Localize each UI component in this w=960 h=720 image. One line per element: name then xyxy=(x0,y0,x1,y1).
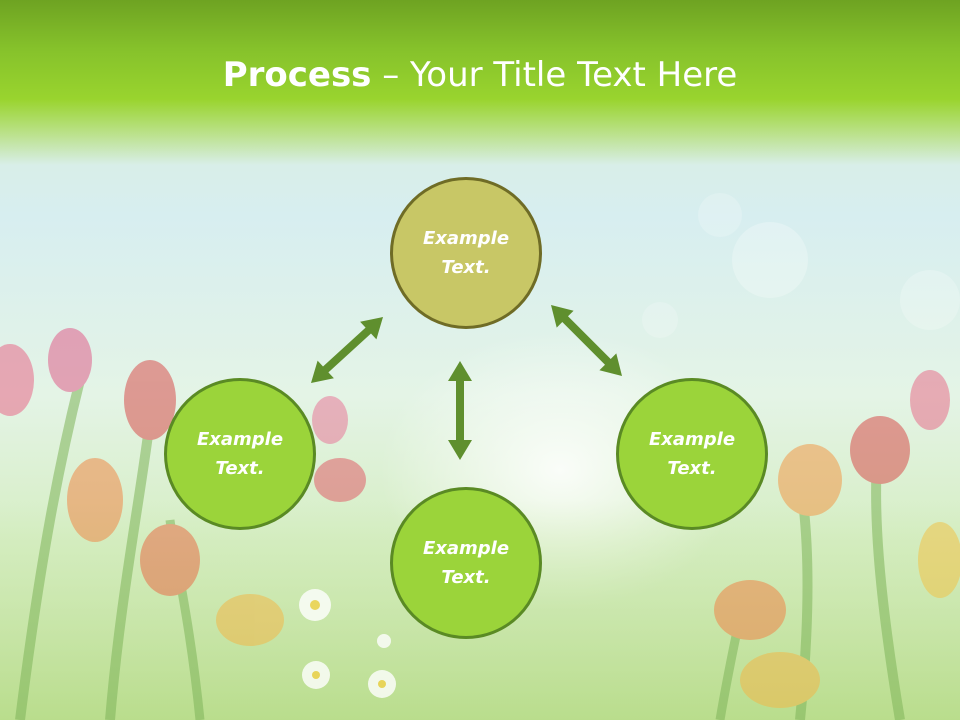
process-node-left: Example Text. xyxy=(164,378,316,530)
slide-title: Process – Your Title Text Here xyxy=(0,54,960,96)
process-node-bottom: Example Text. xyxy=(390,487,542,639)
arrow-left-top xyxy=(311,317,383,383)
title-bar xyxy=(0,0,960,165)
node-label-right: Example Text. xyxy=(648,429,736,479)
title-rest: – Your Title Text Here xyxy=(371,55,738,95)
process-node-top: Example Text. xyxy=(390,177,542,329)
node-label-bottom: Example Text. xyxy=(422,538,510,588)
arrow-top-right xyxy=(551,305,622,376)
arrow-center-vertical xyxy=(448,361,472,460)
process-node-right: Example Text. xyxy=(616,378,768,530)
title-bold: Process xyxy=(222,55,372,95)
node-label-top: Example Text. xyxy=(422,228,510,278)
node-label-left: Example Text. xyxy=(196,429,284,479)
